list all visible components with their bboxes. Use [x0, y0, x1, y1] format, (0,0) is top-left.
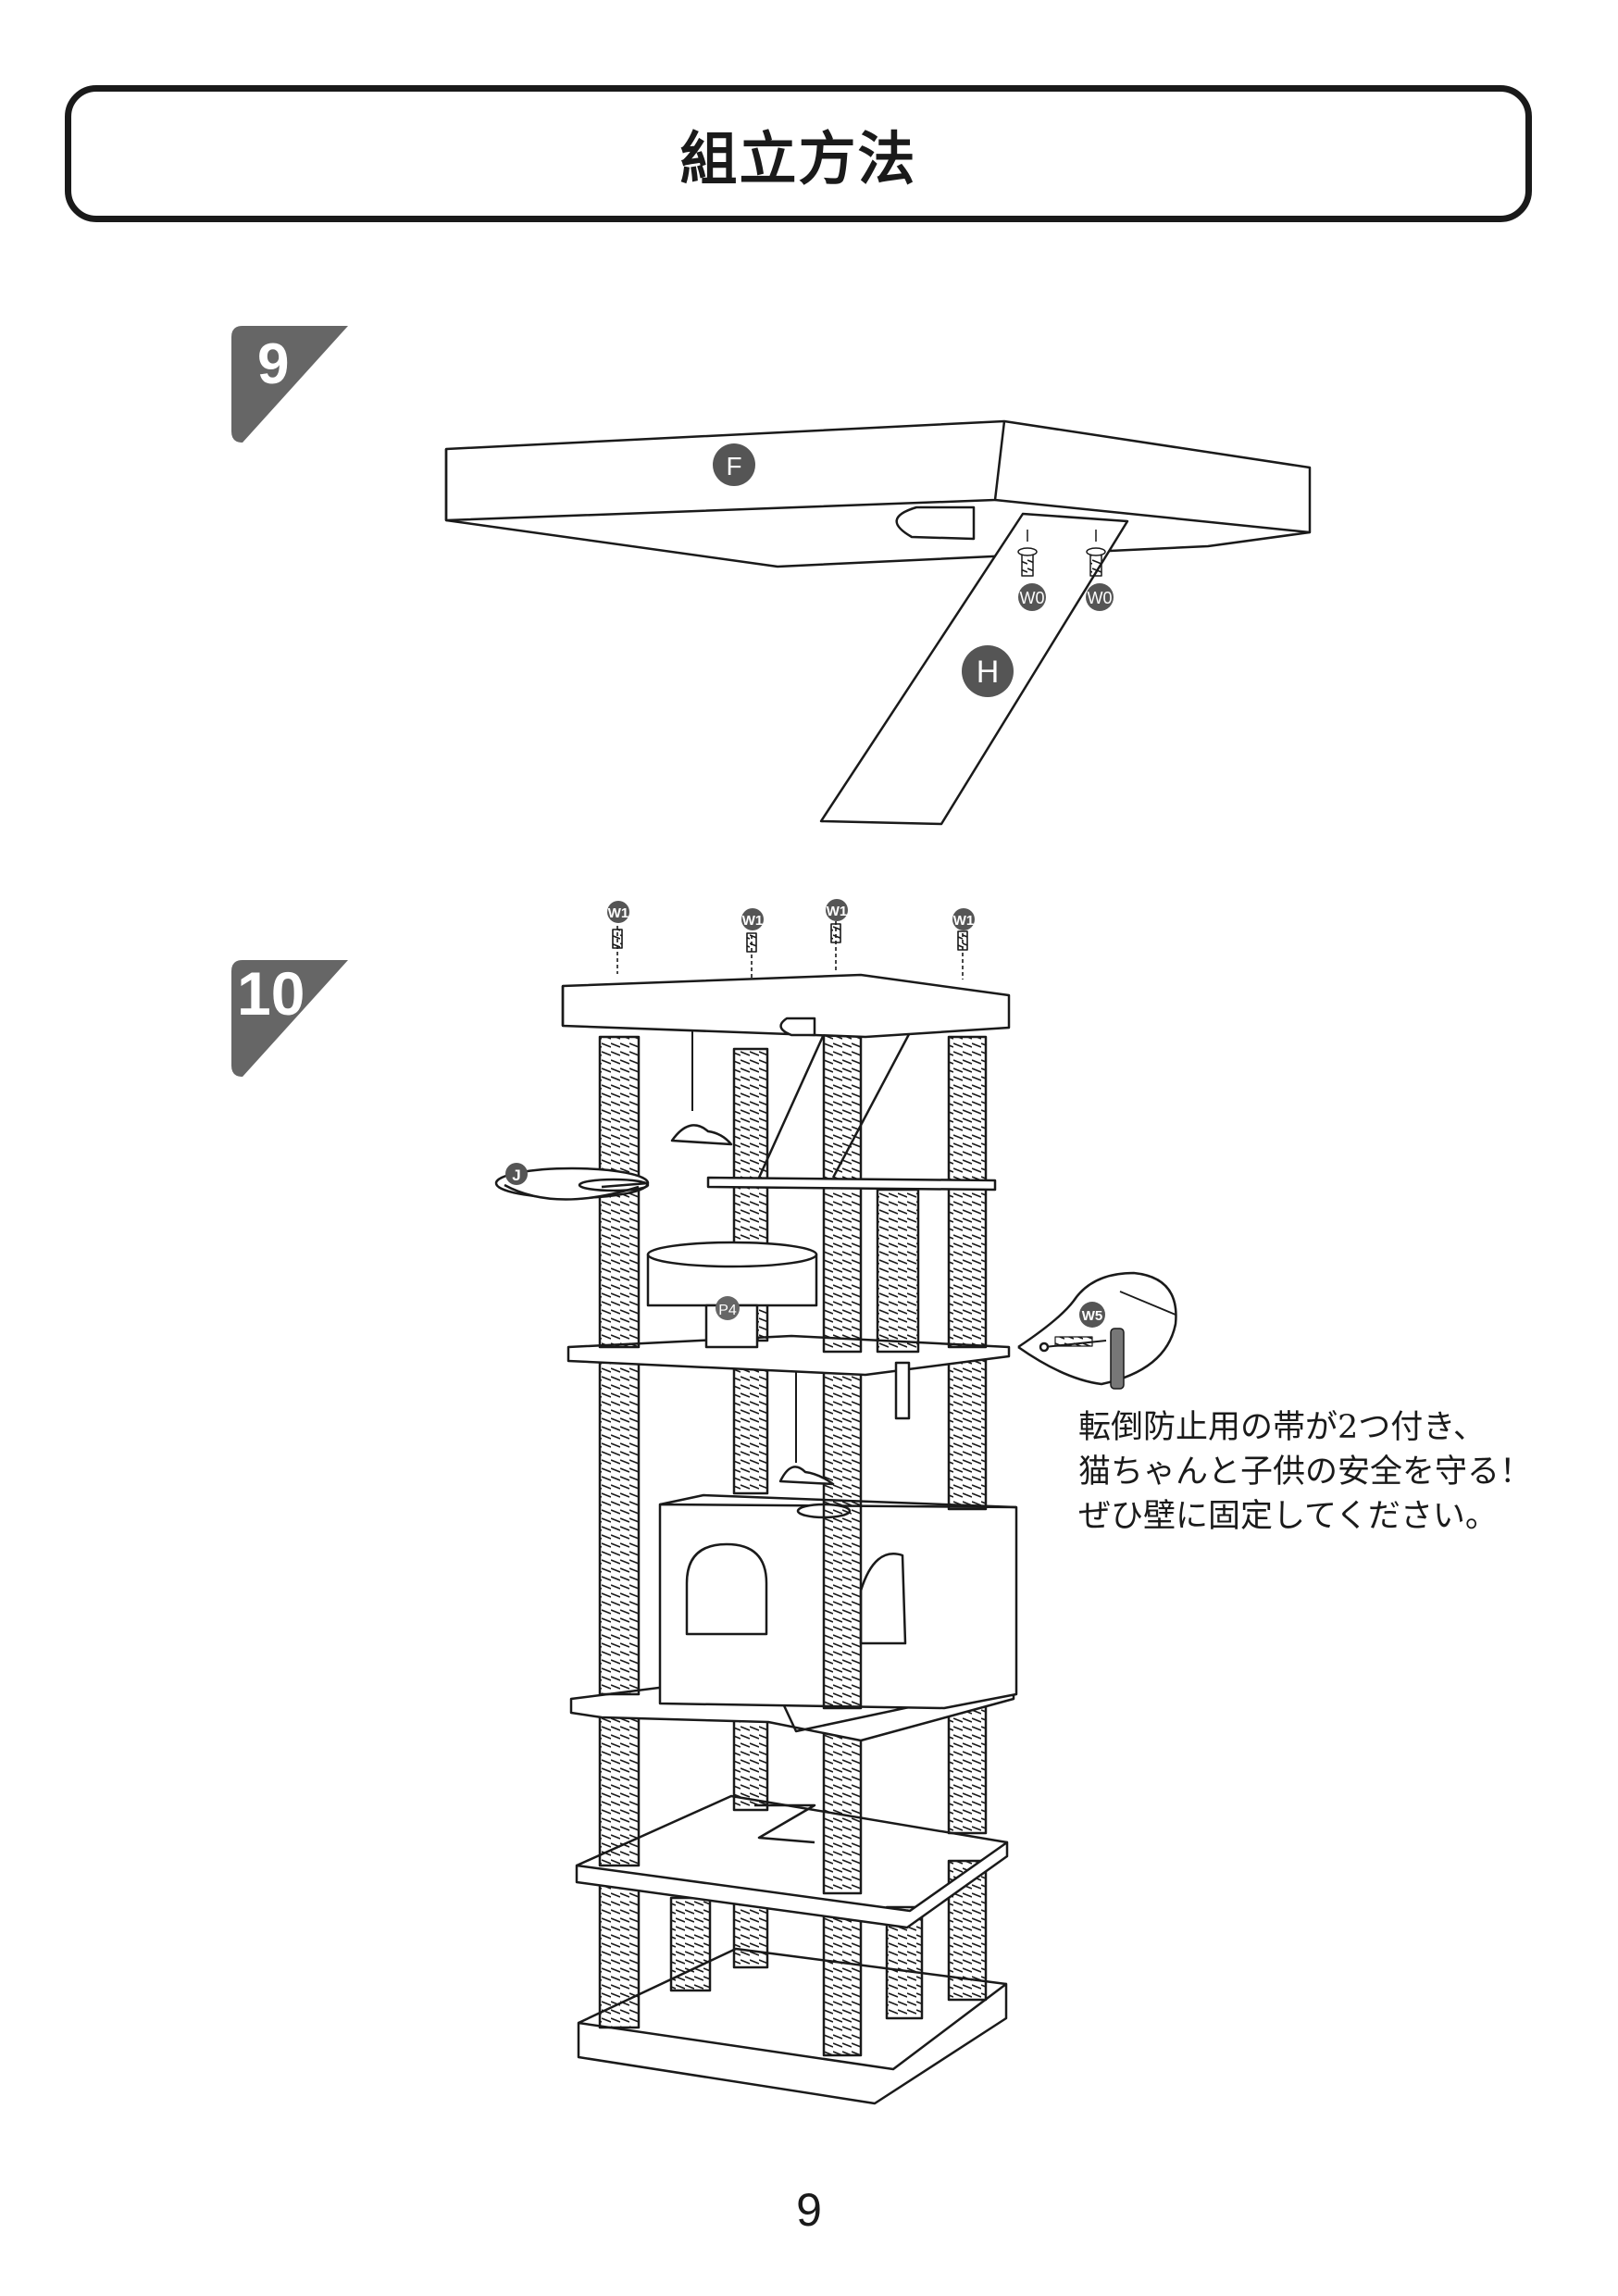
step-badge-9: 9	[231, 326, 348, 443]
svg-text:W1: W1	[742, 913, 764, 929]
step9-diagram	[444, 419, 1312, 826]
screw-icon	[612, 921, 968, 980]
part-label-w0: W0	[1086, 583, 1114, 611]
note-line: ぜひ壁に固定してください。	[1078, 1498, 1498, 1535]
step-number: 10	[237, 959, 305, 1028]
screw-icon	[1017, 530, 1038, 577]
part-label-w1: W1	[607, 901, 629, 923]
step10-diagram	[494, 921, 1177, 2105]
svg-text:P4: P4	[718, 1303, 737, 1318]
part-label-p4: P4	[716, 1296, 740, 1320]
page-number: 9	[796, 2184, 822, 2236]
note-line: 猫ちゃんと子供の安全を守る！	[1078, 1454, 1533, 1491]
page-header: 組立方法	[65, 85, 1532, 222]
safety-note: 転倒防止用の帯が2つ付き、 猫ちゃんと子供の安全を守る！ ぜひ壁に固定してくださ…	[1078, 1405, 1532, 1539]
part-label-w5: W5	[1079, 1302, 1105, 1328]
screw-icon	[1086, 530, 1106, 577]
note-line: 転倒防止用の帯が2つ付き、	[1078, 1409, 1486, 1446]
svg-text:W0: W0	[1020, 589, 1045, 607]
svg-text:W0: W0	[1088, 589, 1113, 607]
svg-text:W1: W1	[608, 905, 629, 921]
svg-text:W1: W1	[827, 904, 848, 919]
part-label-j: J	[505, 1163, 528, 1185]
part-label-w1: W1	[952, 908, 975, 930]
part-label-h: H	[962, 645, 1014, 697]
step-number: 9	[257, 332, 290, 396]
step-badge-10: 10	[231, 959, 348, 1077]
svg-text:H: H	[977, 655, 1000, 690]
page-title: 組立方法	[679, 125, 917, 193]
svg-text:J: J	[512, 1167, 520, 1184]
part-label-w0: W0	[1018, 583, 1046, 611]
svg-text:W1: W1	[953, 913, 975, 929]
svg-text:F: F	[726, 452, 741, 480]
svg-text:W5: W5	[1082, 1308, 1103, 1324]
part-label-w1: W1	[826, 899, 848, 921]
part-label-f: F	[713, 443, 755, 486]
part-label-w1: W1	[741, 908, 764, 930]
wall-strap-detail	[1017, 1271, 1177, 1390]
